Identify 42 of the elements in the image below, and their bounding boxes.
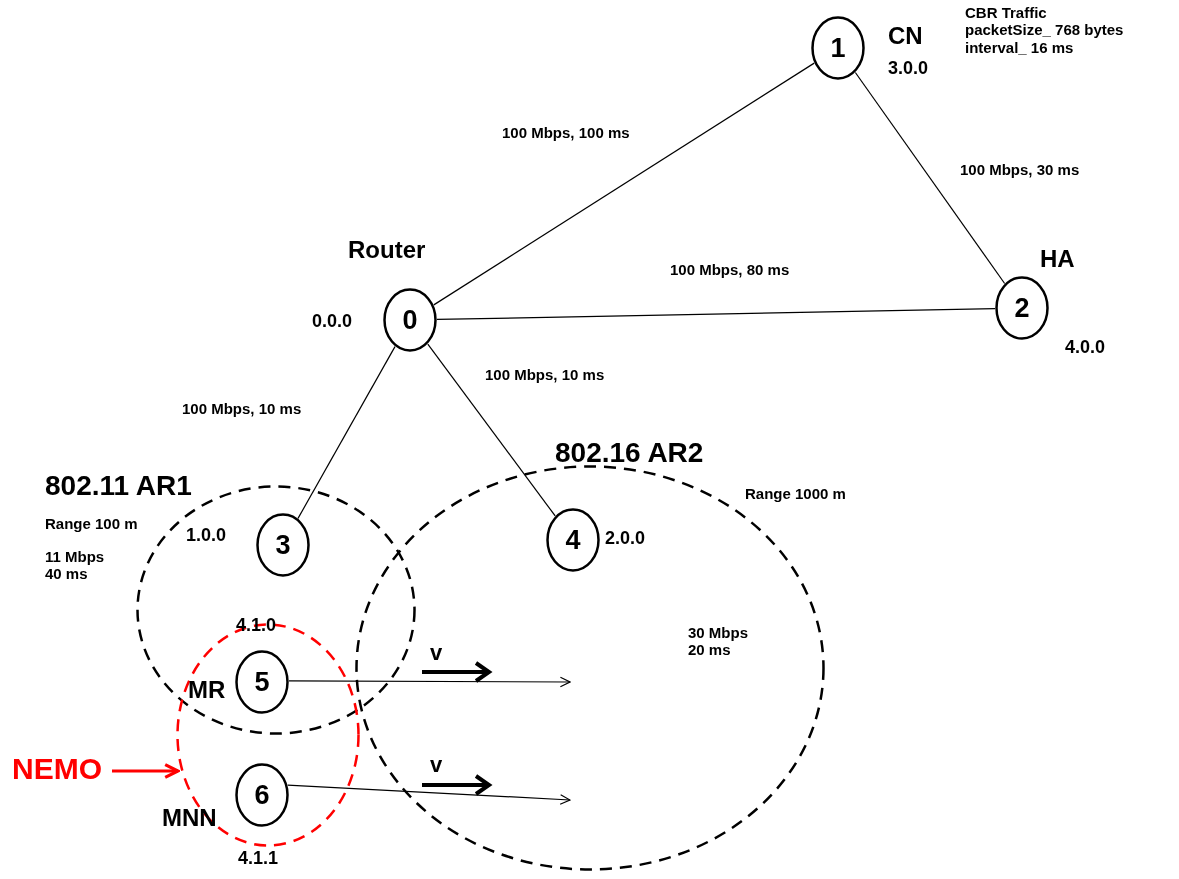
node-number: 2 (1014, 292, 1030, 324)
network-label: NEMO (12, 752, 102, 787)
edge-label: 100 Mbps, 10 ms (483, 366, 607, 384)
node-number: 6 (254, 779, 270, 811)
range-info-text: 30 Mbps 20 ms (688, 624, 749, 659)
movement-arrow (287, 784, 571, 805)
range-info-text: Range 1000 m (745, 485, 846, 503)
node-number: 0 (402, 304, 418, 336)
velocity-label: v (430, 640, 443, 666)
range-info-text: 11 Mbps 40 ms (45, 548, 106, 583)
address-label: 2.0.0 (605, 528, 646, 549)
node-number: 5 (254, 666, 270, 698)
edge-label: 100 Mbps, 80 ms (668, 261, 792, 279)
node-name: Router (348, 236, 426, 264)
traffic-info-text: CBR Traffic packetSize_ 768 bytes interval_ 16 ms (965, 4, 1125, 56)
address-label: 4.1.1 (238, 848, 279, 869)
edge-label: 100 Mbps, 100 ms (500, 124, 632, 142)
node-number: 1 (830, 32, 846, 64)
network-link (297, 346, 396, 519)
velocity-label: v (430, 752, 443, 778)
network-link (436, 307, 996, 321)
access-router-title: 802.11 AR1 (45, 470, 192, 503)
node-number: 3 (275, 529, 291, 561)
range-info-text: Range 100 m (45, 515, 138, 533)
address-label: 4.1.0 (236, 615, 277, 636)
node-name: MR (188, 676, 226, 704)
edge-label: 100 Mbps, 30 ms (958, 161, 1082, 179)
network-link (854, 71, 1006, 285)
node-number: 4 (565, 524, 581, 556)
access-router-title: 802.16 AR2 (555, 437, 704, 470)
address-label: 3.0.0 (888, 58, 929, 79)
address-label: 1.0.0 (186, 525, 227, 546)
network-link (433, 62, 815, 306)
node-name: HA (1040, 245, 1075, 273)
node-name: CN (888, 22, 923, 50)
address-label: 4.0.0 (1065, 337, 1106, 358)
address-label: 0.0.0 (312, 311, 353, 332)
movement-arrow (288, 676, 571, 688)
arrow (112, 763, 180, 779)
node-name: MNN (162, 804, 217, 832)
edge-label: 100 Mbps, 10 ms (180, 400, 304, 418)
network-link (427, 343, 556, 517)
